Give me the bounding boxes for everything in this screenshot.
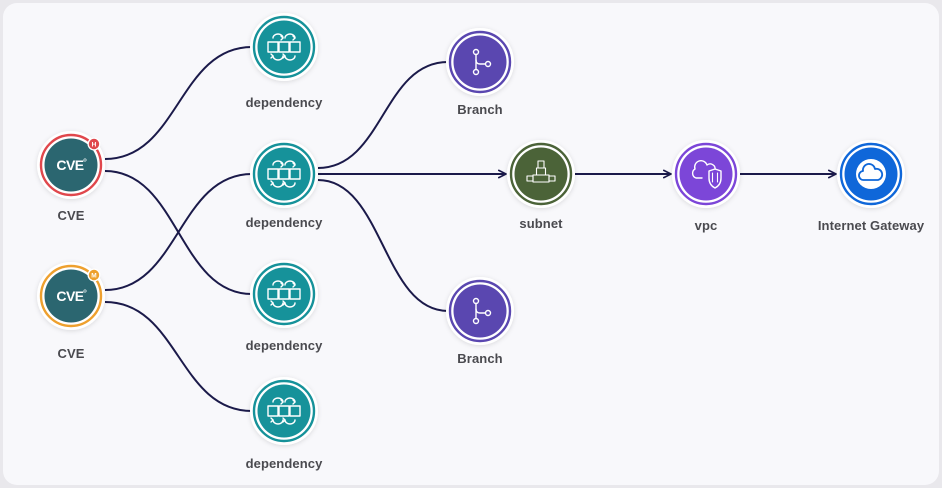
- node-ring: [674, 142, 738, 206]
- node-label-branch-2: Branch: [457, 351, 503, 366]
- dependency-cycle-icon: [267, 160, 301, 188]
- node-fill: [453, 284, 507, 338]
- dependency-cycle-icon: [267, 280, 301, 308]
- edge-dep-2-to-branch-1[interactable]: [317, 61, 449, 169]
- severity-badge: M: [87, 268, 101, 282]
- node-ring: [448, 30, 512, 94]
- node-label-cve-h: CVE: [57, 208, 85, 223]
- node-ring: [839, 142, 903, 206]
- node-label-dep-4: dependency: [245, 456, 323, 471]
- nodes-layer: CVE H CVE M: [37, 13, 905, 445]
- node-fill: [44, 138, 98, 192]
- severity-badge: H: [87, 137, 101, 151]
- svg-text:CVE: CVE: [56, 288, 83, 304]
- dependency-cycle-icon: [267, 397, 301, 425]
- node-vpc[interactable]: [672, 140, 740, 208]
- node-fill: [44, 269, 98, 323]
- node-ring: [509, 142, 573, 206]
- node-branch-1[interactable]: [446, 28, 514, 96]
- node-dep-3[interactable]: [250, 260, 318, 328]
- edges-layer: [104, 46, 837, 412]
- node-fill: [257, 147, 311, 201]
- node-ring: [252, 142, 316, 206]
- svg-text:CVE: CVE: [56, 157, 83, 173]
- node-label-cve-m: CVE: [57, 346, 85, 361]
- node-igw[interactable]: [837, 140, 905, 208]
- cloud-shield-icon: [691, 159, 722, 189]
- edge-cve-h-to-dep-1[interactable]: [104, 46, 253, 160]
- edge-dep-2-to-branch-2[interactable]: [317, 179, 449, 312]
- node-label-dep-3: dependency: [245, 338, 323, 353]
- node-fill: [257, 20, 311, 74]
- node-label-vpc: vpc: [694, 218, 718, 233]
- node-ring: [39, 133, 103, 197]
- node-ring: [448, 279, 512, 343]
- node-fill: [257, 267, 311, 321]
- edge-cve-m-to-dep-2[interactable]: [104, 173, 253, 291]
- node-label-dep-1: dependency: [245, 95, 323, 110]
- node-fill: [679, 147, 733, 201]
- subnet-pipe-icon: [526, 160, 556, 183]
- node-fill: [257, 384, 311, 438]
- node-dep-1[interactable]: [250, 13, 318, 81]
- node-dep-4[interactable]: [250, 377, 318, 445]
- node-subnet[interactable]: [507, 140, 575, 208]
- cve-logo-icon: CVE: [56, 288, 87, 304]
- node-cve-m[interactable]: CVE M: [37, 262, 105, 330]
- node-ring: [252, 379, 316, 443]
- edge-cve-m-to-dep-4[interactable]: [104, 301, 253, 412]
- node-label-subnet: subnet: [519, 216, 563, 231]
- node-fill: [453, 35, 507, 89]
- cve-logo-icon: CVE: [56, 157, 87, 173]
- node-cve-h[interactable]: CVE H: [37, 131, 105, 199]
- git-branch-icon: [472, 297, 492, 325]
- node-ring: [252, 262, 316, 326]
- node-ring: [252, 15, 316, 79]
- node-branch-2[interactable]: [446, 277, 514, 345]
- node-fill: [514, 147, 568, 201]
- node-dep-2[interactable]: [250, 140, 318, 208]
- git-branch-icon: [472, 48, 492, 76]
- node-label-branch-1: Branch: [457, 102, 503, 117]
- node-label-igw: Internet Gateway: [817, 218, 925, 233]
- node-ring: [39, 264, 103, 328]
- severity-badge-text: H: [92, 142, 97, 149]
- dependency-cycle-icon: [267, 33, 301, 61]
- cloud-gateway-icon: [856, 159, 886, 189]
- node-label-dep-2: dependency: [245, 215, 323, 230]
- severity-badge-text: M: [91, 273, 96, 280]
